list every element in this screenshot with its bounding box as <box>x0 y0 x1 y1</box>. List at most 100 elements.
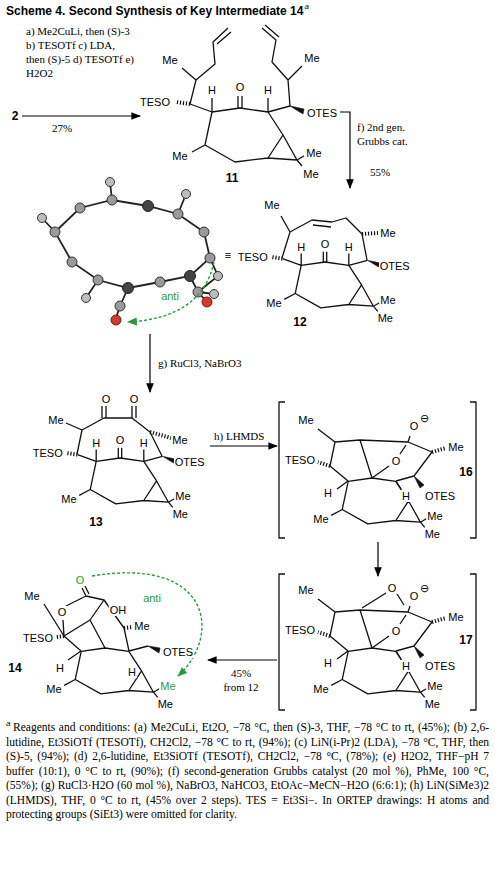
reagent-label: a) Me2CuLi, then (S)-3 b) TESOTf c) LDA,… <box>26 24 136 80</box>
atom-label: Me <box>379 294 396 306</box>
atom-label: Me <box>426 510 443 522</box>
atom-label: Me <box>133 620 150 632</box>
compound: 2 <box>8 108 22 124</box>
atom-label: OTES <box>306 107 338 119</box>
structure-stroke <box>150 432 171 438</box>
atom-label: H <box>207 84 217 96</box>
atom-label: TESO <box>22 632 54 644</box>
atom-label: O <box>57 606 68 618</box>
structure-stroke <box>82 294 91 303</box>
atom-label: H <box>55 662 65 674</box>
atom-label: anti <box>160 290 180 302</box>
structure-stroke <box>185 271 196 282</box>
structure-stroke <box>331 478 426 527</box>
atom-label: Me <box>312 683 329 695</box>
structure-stroke <box>155 277 165 287</box>
atom-label: O <box>115 434 126 446</box>
structure-stroke <box>182 25 302 106</box>
atom-label: TESO <box>284 454 316 466</box>
atom-label: Me <box>312 513 329 525</box>
structure-stroke <box>111 315 121 325</box>
atom-label: OTES <box>174 456 206 468</box>
atom-label: Me <box>303 52 320 64</box>
atom-label: H <box>401 490 411 502</box>
structure-stroke <box>92 573 202 676</box>
atom-label: Me <box>377 312 394 324</box>
structure-stroke <box>66 406 162 456</box>
footnote-mark: a <box>304 3 308 11</box>
reaction-arrow <box>340 112 350 188</box>
atom-label: Me <box>23 590 40 602</box>
atom-label: Me <box>60 493 77 505</box>
reaction-arrow <box>377 542 378 576</box>
structure-stroke <box>281 216 367 260</box>
atom-label: O <box>320 238 331 250</box>
atom-label: H <box>296 241 306 253</box>
atom-label: ⊖ <box>419 582 430 594</box>
atom-label: ≡ <box>224 249 232 261</box>
structure-stroke <box>210 290 219 299</box>
atom-label: H <box>139 437 149 449</box>
structure-stroke <box>128 262 214 322</box>
atom-label: Me <box>161 54 178 66</box>
structure-stroke <box>318 429 446 489</box>
atom-label: H <box>323 487 333 499</box>
structure-stroke <box>93 275 103 285</box>
structure-stroke <box>64 648 159 697</box>
atom-label: H <box>323 657 333 669</box>
atom-label: Me <box>47 414 64 426</box>
atom-label: Me <box>172 508 189 520</box>
atom-label: Me <box>174 490 191 502</box>
atom-label: H <box>401 660 411 672</box>
structure-stroke <box>123 283 134 294</box>
structure-stroke <box>331 648 426 697</box>
atom-label: Me <box>426 680 443 692</box>
atom-label: O <box>391 625 402 637</box>
structure-stroke <box>271 252 380 311</box>
compound-number: 13 <box>89 516 102 528</box>
atom-label: OTES <box>162 646 194 658</box>
structure-stroke <box>115 301 125 311</box>
atom-label: Me <box>305 147 322 159</box>
atom-label: TESO <box>139 96 171 108</box>
reagent-label: h) LHMDS <box>214 429 264 443</box>
atom-label: anti <box>142 592 162 604</box>
atom-label: Me <box>265 297 282 309</box>
structure-stroke <box>56 627 133 637</box>
atom-label: Me <box>297 584 314 596</box>
atom-label: Me <box>159 680 176 692</box>
structure-stroke <box>318 599 446 659</box>
atom-label: Me <box>447 611 464 623</box>
reaction-arrow <box>210 445 277 446</box>
atom-label: Me <box>297 414 314 426</box>
structure-stroke <box>38 214 47 223</box>
atom-label: TESO <box>237 251 269 263</box>
structure-stroke <box>362 233 378 234</box>
compound-number: 11 <box>226 172 239 184</box>
structure-stroke <box>107 195 117 205</box>
atom-label: O <box>75 574 86 586</box>
atom-label: O <box>129 393 140 405</box>
scheme-caption: Reagents and conditions: (a) Me2CuLi, Et… <box>6 720 489 822</box>
atom-label: Me <box>424 528 441 540</box>
atom-label: Me <box>171 434 188 446</box>
structure-stroke <box>106 178 115 187</box>
structure-stroke <box>182 190 191 199</box>
compound: 17 <box>277 576 478 712</box>
atom-label: Me <box>379 227 396 239</box>
atom-label: ⊖ <box>419 412 430 424</box>
structure-stroke <box>143 201 154 212</box>
reagent-label: f) 2nd gen. Grubbs cat. <box>357 120 437 148</box>
structure-stroke <box>75 203 85 213</box>
reaction-arrow <box>149 334 150 392</box>
structure-stroke <box>67 257 77 267</box>
reaction-arrow <box>22 115 140 116</box>
atom-label: OTES <box>424 490 456 502</box>
atom-label: H <box>91 437 101 449</box>
compound-number: 16 <box>459 466 472 478</box>
atom-label: Me <box>157 698 174 710</box>
compound-number: 17 <box>459 634 472 646</box>
compound-number: 12 <box>293 316 306 328</box>
atom-label: Me <box>263 199 280 211</box>
